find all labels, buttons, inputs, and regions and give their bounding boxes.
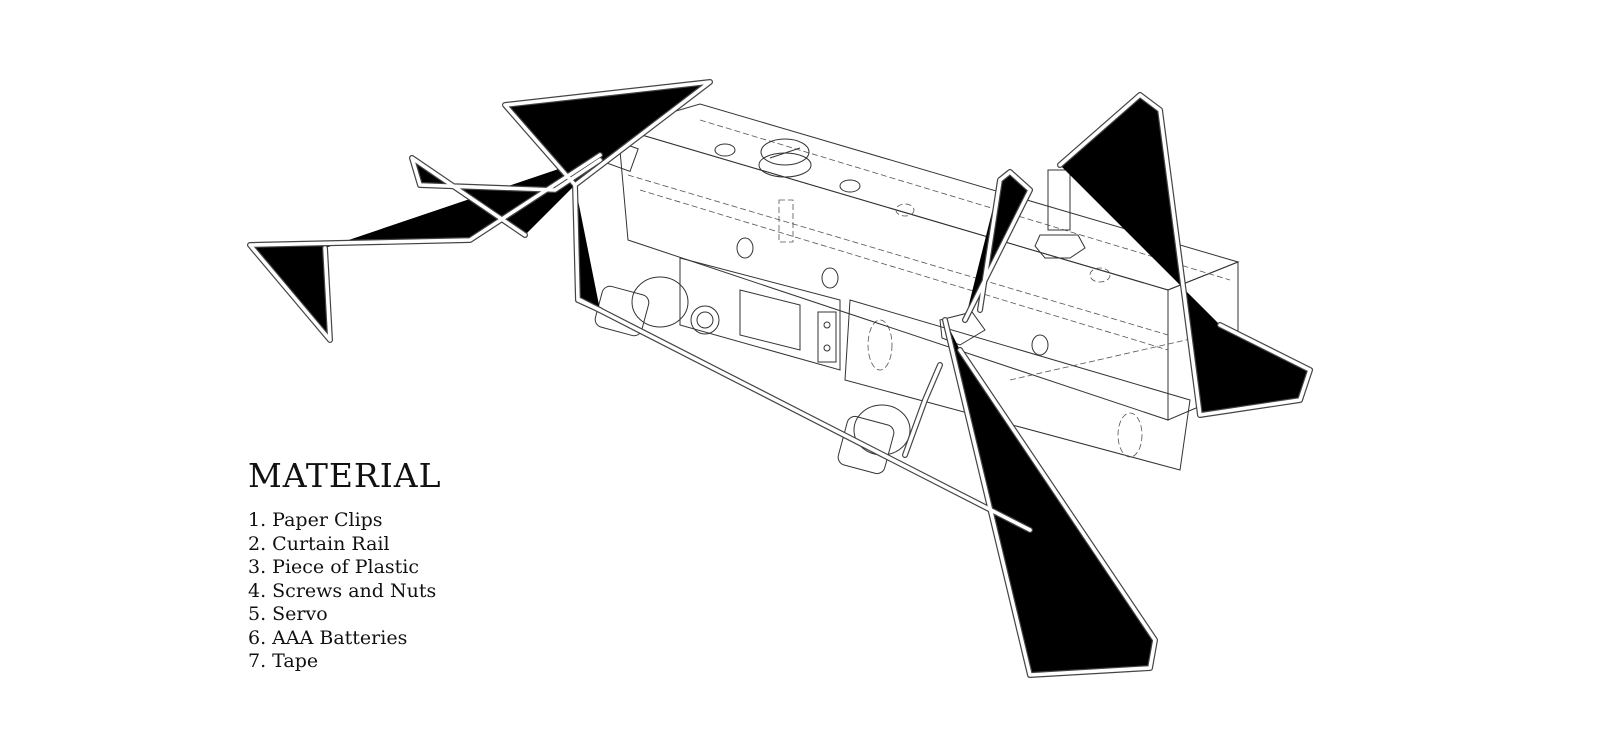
list-item: 3. Piece of Plastic — [248, 556, 419, 578]
list-item: 1. Paper Clips — [248, 509, 383, 531]
wheels — [594, 137, 911, 475]
list-item: 2. Curtain Rail — [248, 532, 390, 555]
material-list: 1. Paper Clips 2. Curtain Rail 3. Piece … — [248, 509, 442, 674]
servo — [679, 257, 841, 371]
list-item: 7. Tape — [248, 650, 319, 672]
list-item: 6. AAA Batteries — [248, 626, 408, 649]
material-legend: MATERIAL 1. Paper Clips 2. Curtain Rail … — [248, 456, 442, 674]
plastic-box — [616, 103, 1240, 421]
screws — [758, 138, 1086, 346]
battery-pack — [844, 299, 1191, 471]
list-item: 4. Screws and Nuts — [248, 579, 437, 602]
legend-title: MATERIAL — [248, 456, 442, 495]
list-item: 5. Servo — [248, 603, 328, 625]
